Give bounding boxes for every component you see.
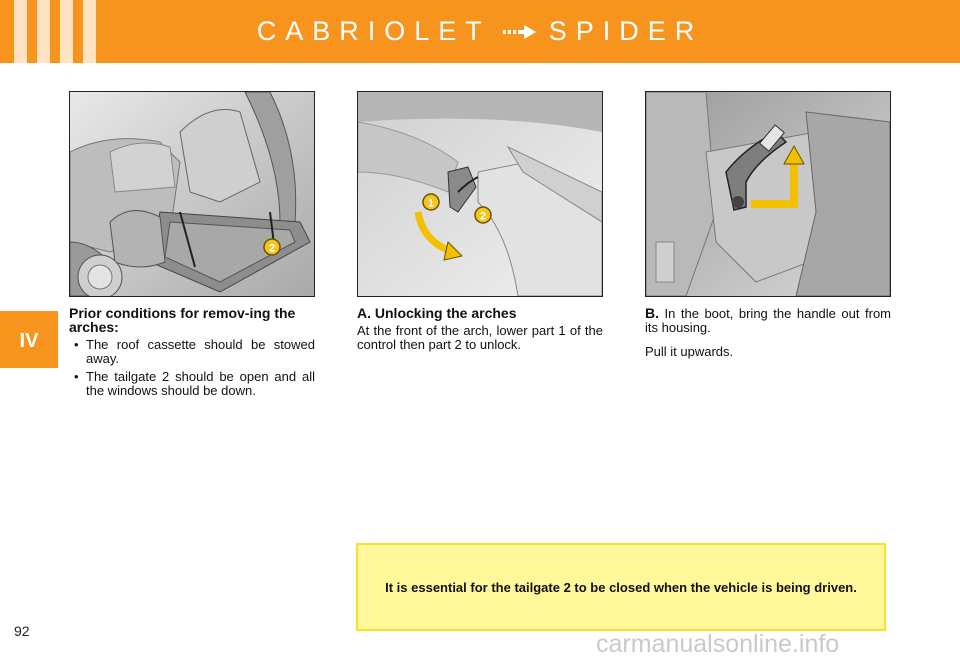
header-stripe <box>60 0 73 63</box>
list-item: • The tailgate 2 should be open and all … <box>74 370 315 398</box>
section-title: CABRIOLET SPIDER <box>250 16 710 47</box>
bullet-dot: • <box>74 369 79 384</box>
illustration-boot-handle <box>645 91 891 297</box>
illustration-unlocking-control: 1 2 <box>357 91 603 297</box>
title-left: CABRIOLET <box>256 16 491 46</box>
bullet-text: The roof cassette should be stowed away. <box>86 337 315 366</box>
step-label: B. <box>645 305 659 321</box>
unlocking-heading: A. Unlocking the arches <box>357 305 517 321</box>
page-number: 92 <box>14 623 30 639</box>
header-stripe <box>83 0 96 63</box>
pull-upwards-paragraph: Pull it upwards. <box>645 344 734 359</box>
unlocking-paragraph: At the front of the arch, lower part 1 o… <box>357 323 603 352</box>
page-header: CABRIOLET SPIDER <box>0 0 960 63</box>
callout-1: 1 <box>428 198 434 210</box>
boot-handle-paragraph: B. In the boot, bring the handle out fro… <box>645 306 891 335</box>
illustration-open-tailgate: 2 <box>69 91 315 297</box>
title-right: SPIDER <box>548 16 704 46</box>
unlocking-section: A. Unlocking the arches At the front of … <box>357 306 603 352</box>
right-arrow-icon <box>502 24 537 40</box>
warning-note-text: It is essential for the tailgate 2 to be… <box>385 579 857 595</box>
list-item: • The roof cassette should be stowed awa… <box>74 338 315 366</box>
warning-note: It is essential for the tailgate 2 to be… <box>356 543 886 631</box>
chapter-tab <box>0 311 58 368</box>
header-stripe <box>37 0 50 63</box>
boot-handle-section: B. In the boot, bring the handle out fro… <box>645 306 891 359</box>
chapter-label: IV <box>19 330 39 352</box>
boot-handle-text: In the boot, bring the handle out from i… <box>645 306 891 335</box>
watermark: carmanualsonline.info <box>596 630 840 658</box>
callout-2-middle: 2 <box>480 211 486 223</box>
bullet-dot: • <box>74 337 79 352</box>
prior-conditions-section: Prior conditions for remov-ing the arche… <box>69 306 315 398</box>
header-stripe <box>14 0 27 63</box>
prior-conditions-heading: Prior conditions for remov-ing the arche… <box>69 305 296 335</box>
bullet-text: The tailgate 2 should be open and all th… <box>86 369 315 398</box>
callout-2-left: 2 <box>269 243 275 255</box>
